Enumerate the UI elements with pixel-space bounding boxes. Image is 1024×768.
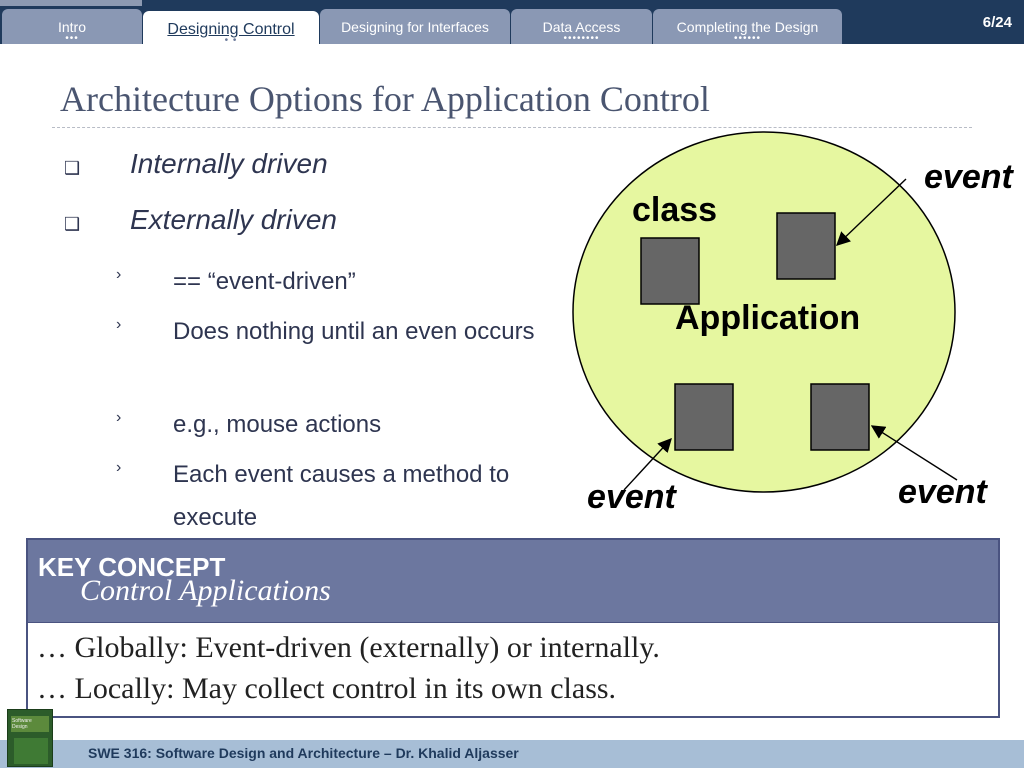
sub-bullet-text: Each event causes a method to execute (173, 461, 510, 531)
bullet-text: Internally driven (130, 148, 328, 179)
tab-progress-dots: • • (224, 35, 238, 46)
class-square (810, 383, 870, 451)
page-indicator: 6/24 (982, 14, 1012, 31)
tab-completing-the-design[interactable]: Completing the Design •••••• (653, 9, 842, 44)
key-concept-line: … Globally: Event-driven (externally) or… (37, 631, 660, 664)
sub-bullet-text: == “event-driven” (173, 268, 356, 295)
book-cover-icon: Software Design (7, 709, 53, 767)
checkbox-bullet-icon: ❑ (64, 158, 81, 178)
tab-progress-dots: •••••••• (563, 33, 600, 44)
sub-bullet-text: e.g., mouse actions (173, 411, 382, 438)
tab-progress-dots: •••••• (733, 33, 761, 44)
key-concept-body: … Globally: Event-driven (externally) or… (26, 623, 1000, 718)
class-square (776, 212, 836, 280)
tab-progress-dots: ••• (65, 33, 79, 44)
checkbox-bullet-icon: ❑ (64, 214, 81, 234)
footer-bar (0, 740, 1024, 768)
tab-label: Data Access (542, 19, 621, 35)
title-divider (52, 127, 972, 128)
application-event-diagram: class Application event event event (572, 131, 1014, 516)
nav-accent-strip (0, 0, 142, 6)
event-label-bottom-right: event (898, 473, 988, 511)
tab-label: Designing Control (167, 21, 295, 38)
key-concept-label: KEY CONCEPT (38, 552, 226, 582)
tab-designing-for-interfaces[interactable]: Designing for Interfaces (320, 9, 510, 44)
tab-label: Intro (57, 19, 86, 35)
arrow-bullet-icon: › (116, 266, 122, 283)
event-arrow-bottom-left (623, 437, 672, 491)
tab-data-access[interactable]: Data Access •••••••• (511, 9, 652, 44)
event-label-bottom-left: event (587, 478, 677, 516)
sub-bullet-text: Does nothing until an even occurs (173, 318, 535, 345)
key-concept-subtitle: Control Applications (80, 574, 331, 607)
event-arrow-bottom-right (870, 425, 958, 481)
event-arrow-top (835, 178, 907, 246)
class-label: class (632, 191, 717, 229)
book-title-band (11, 716, 49, 732)
bullet-text: Externally driven (130, 204, 337, 235)
class-square (674, 383, 734, 451)
key-concept-line: … Locally: May collect control in its ow… (37, 672, 617, 705)
book-caption: Software Design (12, 718, 32, 730)
tab-label: Completing the Design (676, 19, 819, 35)
top-nav-bar: Intro ••• Designing Control • • Designin… (0, 0, 1024, 46)
footer-text: SWE 316: Software Design and Architectur… (88, 745, 519, 761)
book-cover-art (14, 738, 48, 764)
key-concept-header: KEY CONCEPT Control Applications (26, 538, 1000, 624)
event-label-top: event (924, 158, 1014, 196)
application-label: Application (675, 299, 860, 337)
tab-designing-control[interactable]: Designing Control • • (143, 11, 319, 46)
class-square (640, 237, 700, 305)
slide-title: Architecture Options for Application Con… (60, 79, 710, 119)
tab-label: Designing for Interfaces (341, 19, 489, 35)
arrow-bullet-icon: › (116, 409, 122, 426)
arrow-bullet-icon: › (116, 316, 122, 333)
tab-intro[interactable]: Intro ••• (2, 9, 142, 44)
arrow-bullet-icon: › (116, 459, 122, 476)
